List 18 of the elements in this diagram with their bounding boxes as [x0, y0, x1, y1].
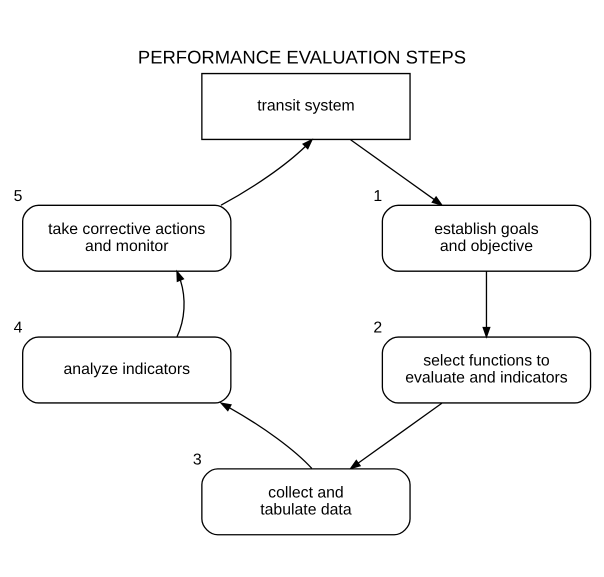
node-box: transit system [201, 72, 411, 140]
node-label: 4 [14, 319, 22, 336]
arrow [350, 138, 444, 206]
arrow [482, 271, 491, 338]
arrow [220, 138, 314, 206]
arrow [220, 402, 312, 468]
node-label: 3 [192, 450, 202, 468]
diagram-title: PERFORMANCE EVALUATION STEPS [138, 46, 466, 67]
arrow [176, 269, 185, 336]
node-box: collect and tabulate data [201, 468, 411, 535]
node-box: establish goals and objective [382, 204, 592, 272]
node-box: select functions to evaluate and indicators [382, 336, 592, 404]
arrow [349, 402, 442, 470]
node-label: 5 [14, 187, 22, 204]
node-label: 1 [373, 187, 382, 204]
node-box: take corrective actions and monitor [22, 204, 232, 272]
node-box: analyze indicators [22, 336, 232, 404]
node-label: 2 [373, 319, 382, 336]
